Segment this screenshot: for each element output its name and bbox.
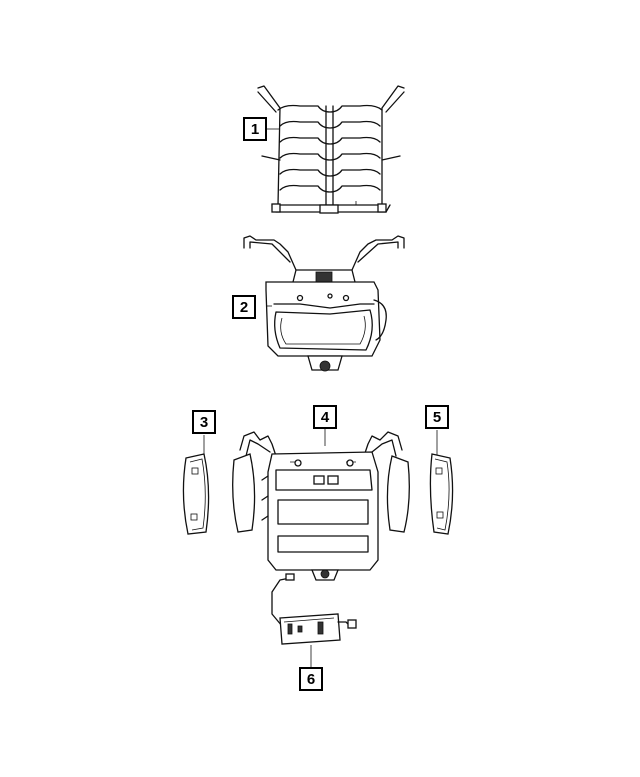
callout-1: 1 [243,117,267,141]
callout-2: 2 [232,295,256,319]
part-3-left-shield [182,453,210,535]
callout-4: 4 [313,405,337,429]
part-2-cushion-frame [243,235,405,372]
part-1-spring-frame [257,85,405,214]
leader-lines [203,128,438,667]
part-6-control-module [271,573,357,645]
part-5-right-shield [429,453,454,535]
callout-5: 5 [425,405,449,429]
callout-3: 3 [192,410,216,434]
callout-6: 6 [299,667,323,691]
part-4-frame-assembly [232,431,410,581]
